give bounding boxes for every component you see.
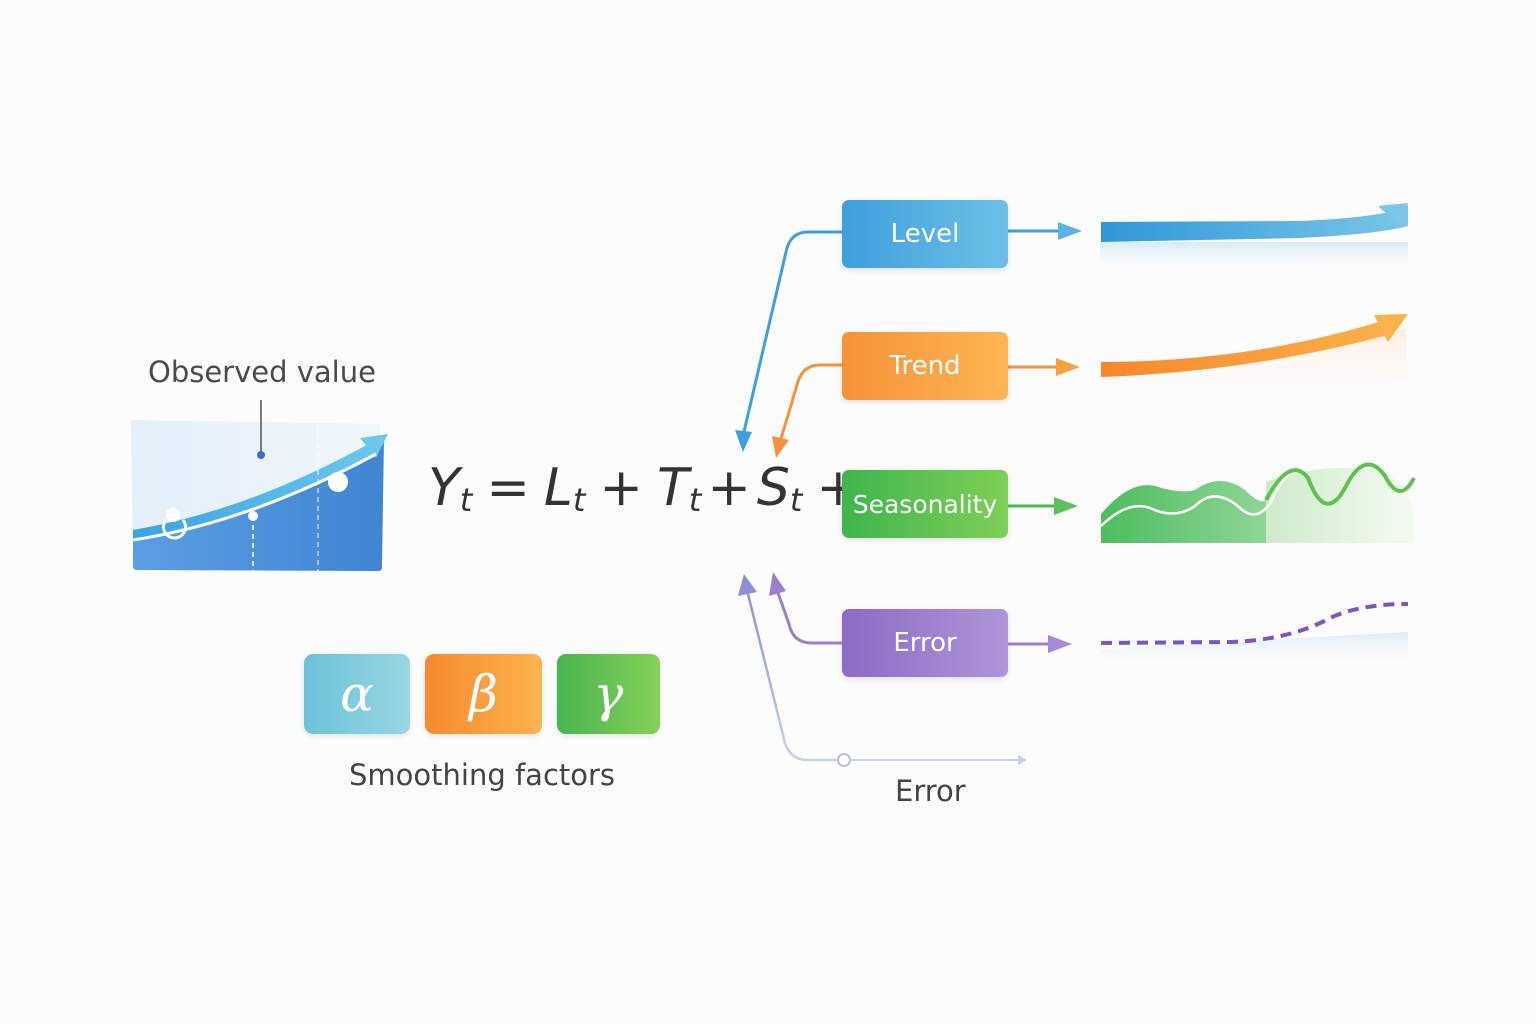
level-connector [735,230,842,452]
gamma-factor: γ [557,654,660,734]
eq-l: L [543,458,573,518]
seasonality-box: Seasonality [842,470,1008,538]
beta-factor: β [425,654,542,734]
eq-plus-2: + [707,458,751,518]
error-connector [769,572,842,645]
alpha-factor: α [304,654,410,734]
error-feedback-label: Error [895,774,966,808]
eq-plus-1: + [599,458,643,518]
trend-connector [772,363,842,458]
error-box: Error [842,609,1008,677]
eq-t-sub: t [688,481,702,519]
eq-y: Y [428,458,460,518]
seasonality-output-arrow [1008,497,1078,515]
eq-y-sub: t [459,481,473,519]
observed-value-label: Observed value [148,355,376,389]
eq-t: T [657,458,689,518]
eq-s: S [756,458,790,518]
eq-s-sub: t [789,481,803,519]
level-box: Level [842,200,1008,268]
smoothing-factors-label: Smoothing factors [349,758,616,792]
error-curve [1100,602,1409,670]
eq-l-sub: t [572,481,586,519]
seasonality-curve [1100,462,1416,543]
level-output-arrow [1008,222,1082,240]
level-curve [1100,203,1408,274]
trend-box: Trend [842,332,1008,400]
eq-equals: = [486,458,530,518]
trend-curve [1101,314,1408,410]
error-output-arrow [1008,635,1072,653]
error-feedback-connector [738,574,1027,767]
holt-winters-equation: Yt=Lt+Tt+St+ [428,458,874,519]
observed-chart [131,400,388,571]
trend-output-arrow [1008,358,1080,376]
